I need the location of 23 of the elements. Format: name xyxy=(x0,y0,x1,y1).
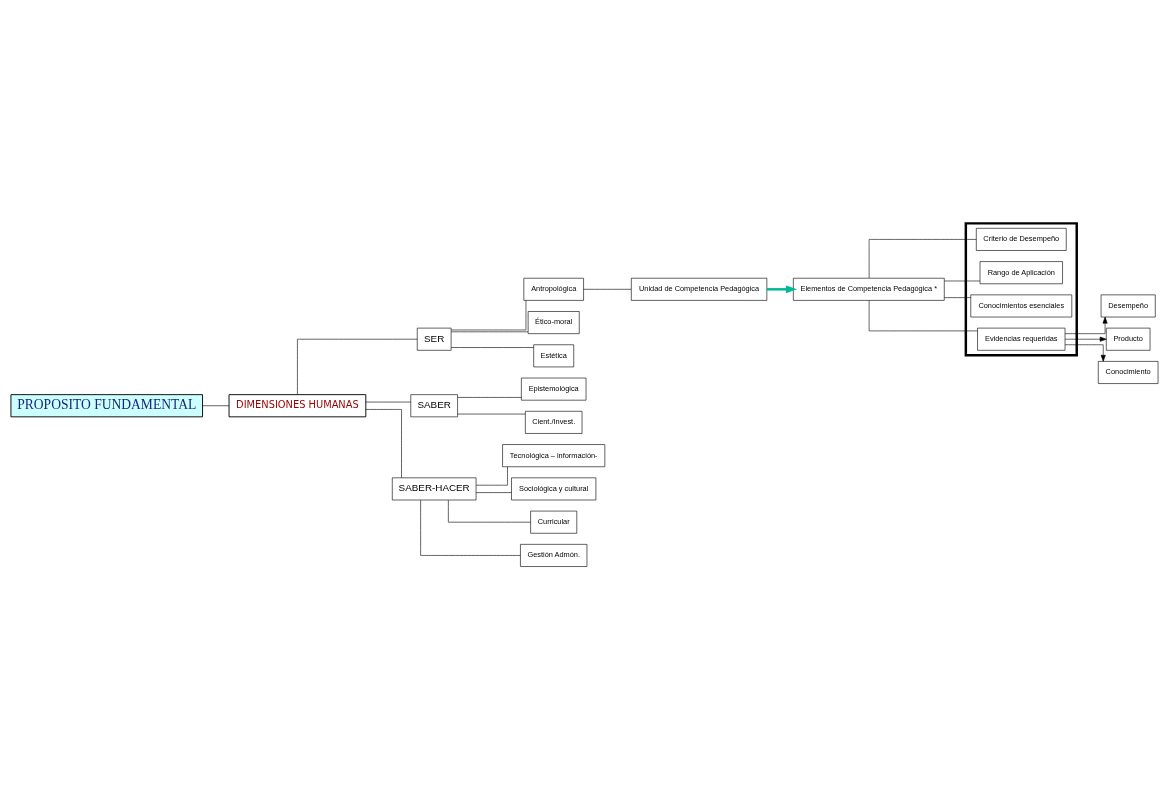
node-box: SER xyxy=(416,327,452,351)
node-box: PROPOSITO FUNDAMENTAL xyxy=(10,394,203,418)
connector xyxy=(944,297,971,298)
arrow xyxy=(1064,336,1107,342)
connector xyxy=(448,499,531,523)
connector xyxy=(297,338,418,395)
arrow xyxy=(1064,344,1106,362)
connector xyxy=(365,401,411,403)
connector xyxy=(944,280,981,282)
connector xyxy=(868,300,978,332)
connector xyxy=(365,409,402,478)
connector xyxy=(475,466,508,486)
connector xyxy=(868,239,977,279)
arrow xyxy=(766,285,797,294)
connector xyxy=(202,405,230,407)
connector xyxy=(475,492,512,493)
connector xyxy=(583,289,632,290)
node-box: SABER-HACER xyxy=(392,477,477,501)
node-box: DIMENSIONES HUMANAS xyxy=(228,394,367,418)
node-box: SABER xyxy=(410,394,458,418)
cluster xyxy=(964,222,1078,357)
connector xyxy=(451,347,534,348)
arrow xyxy=(1064,316,1108,334)
